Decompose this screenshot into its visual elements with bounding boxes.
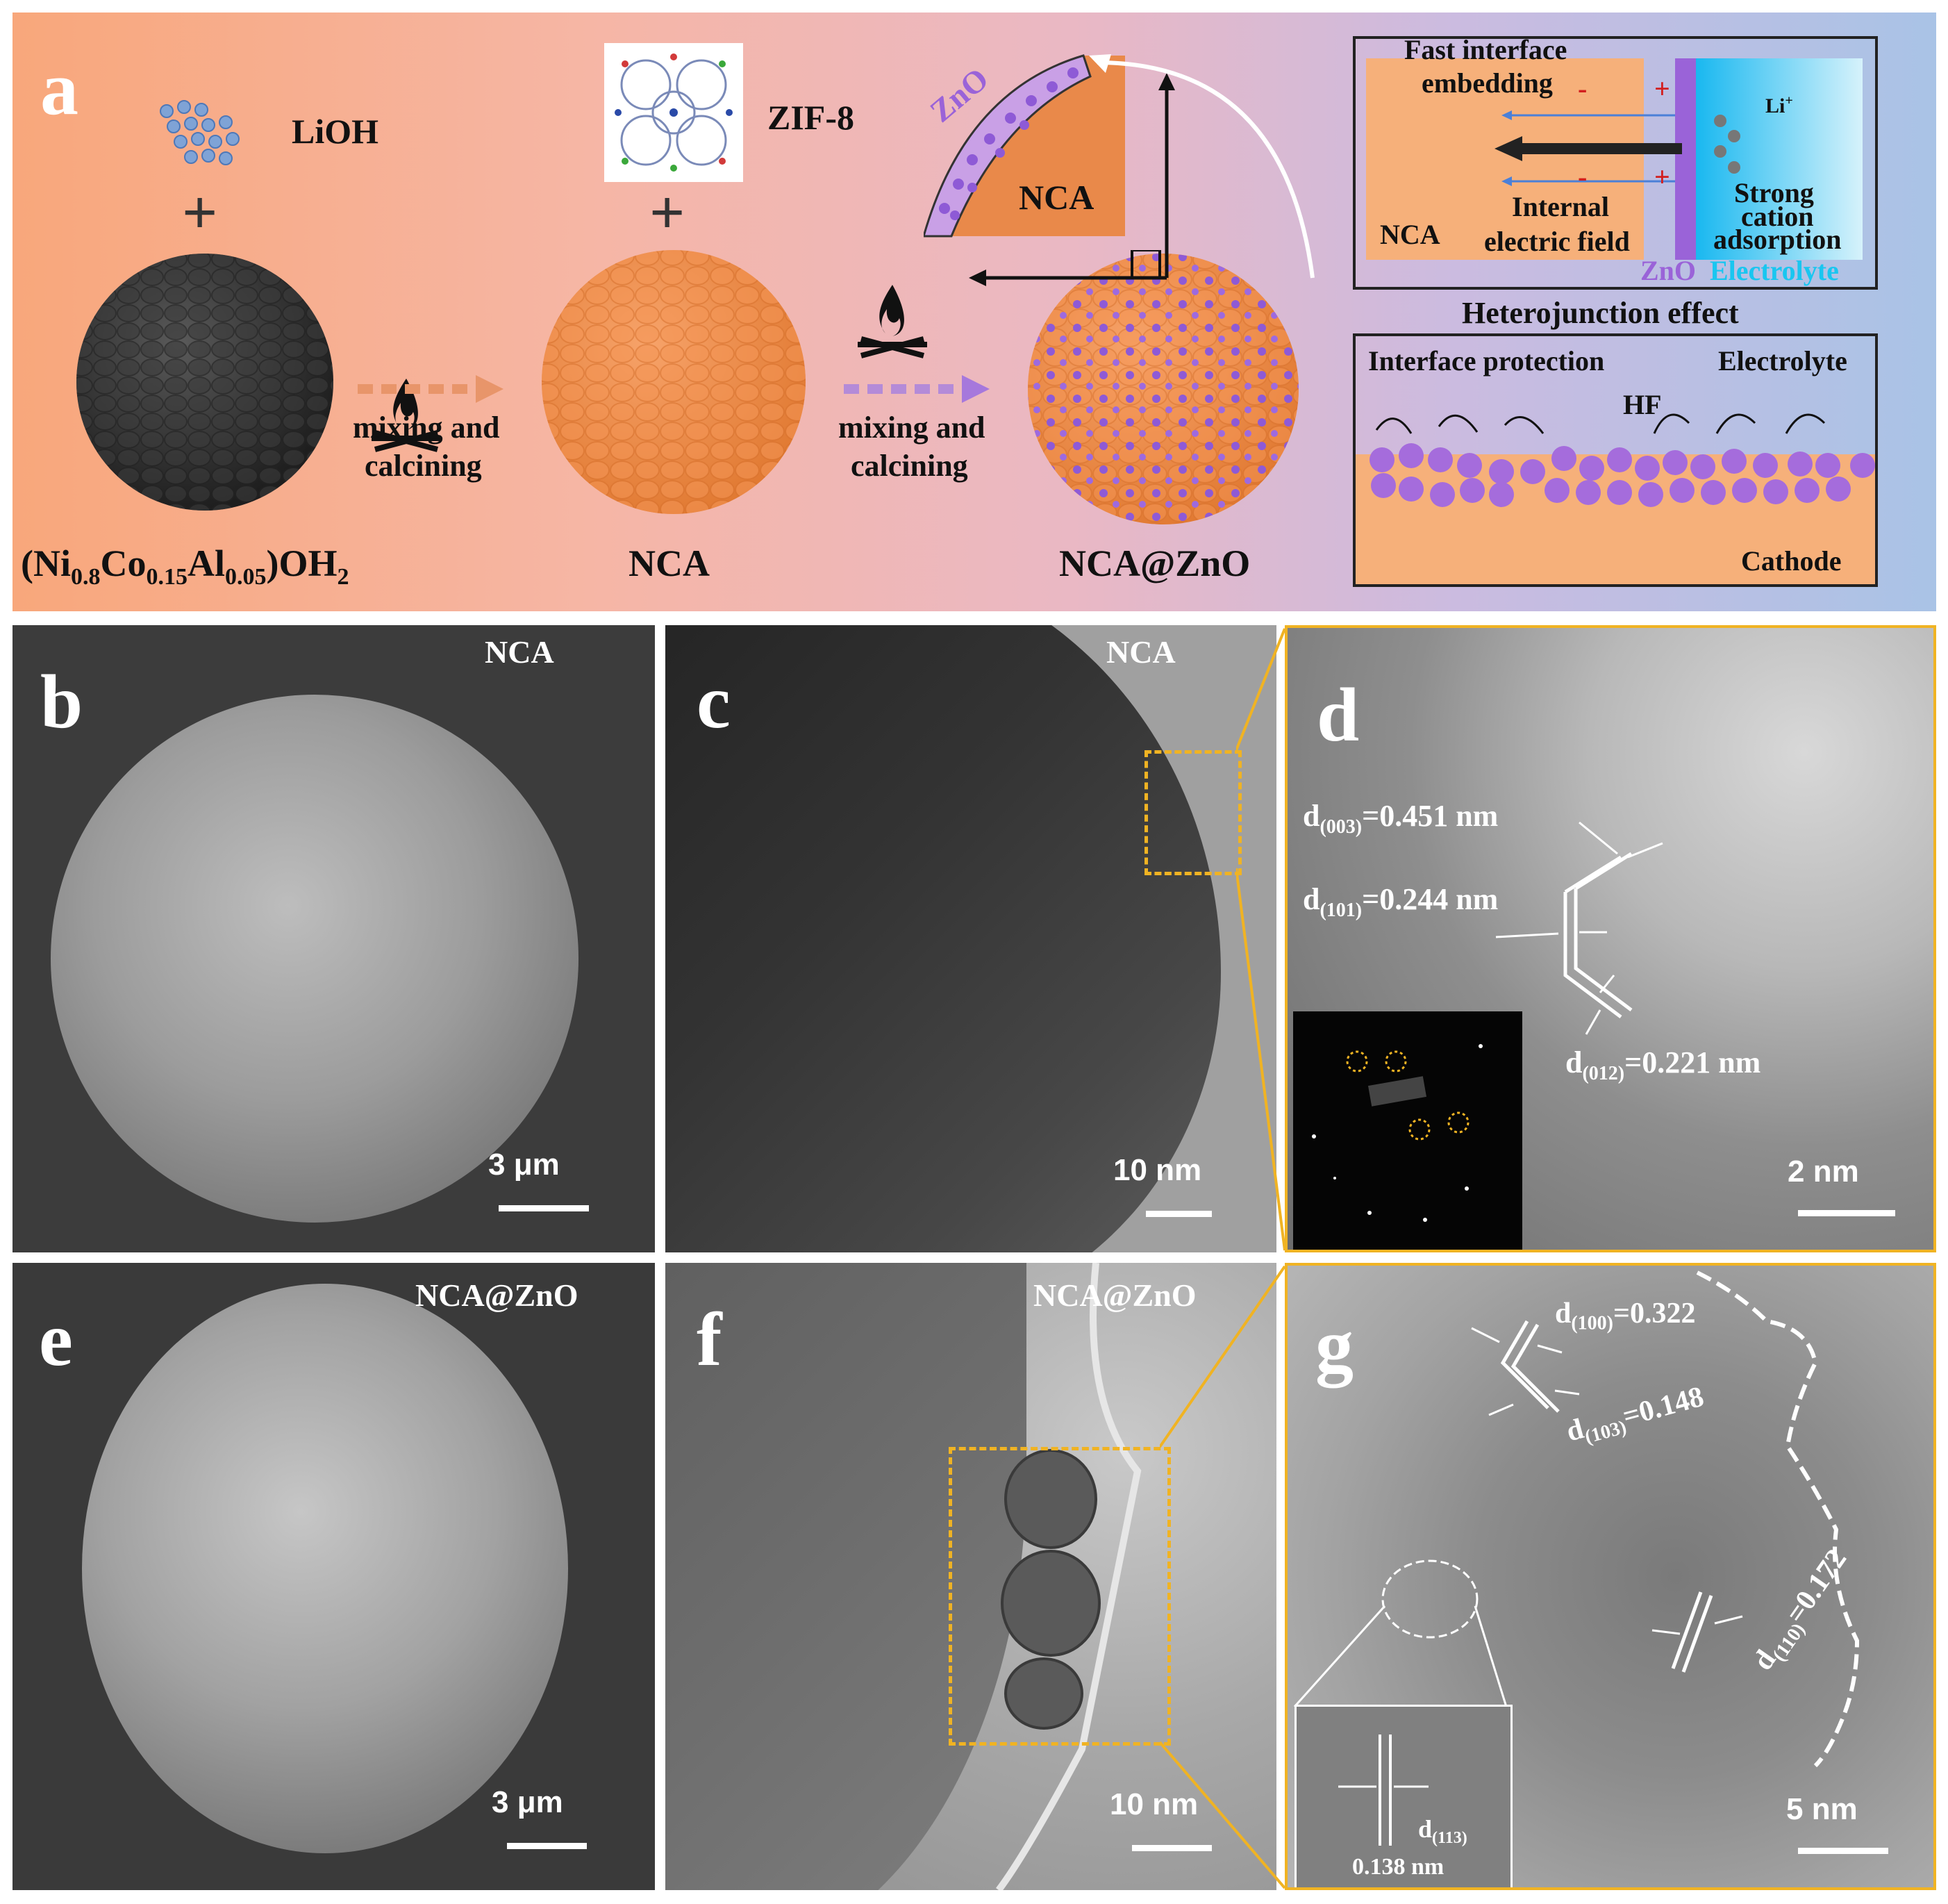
f-to-g-connector — [1160, 1265, 1286, 1889]
electric-field-label: electric field — [1484, 226, 1630, 257]
zno-layer — [1675, 58, 1696, 260]
nca-label: NCA — [628, 543, 710, 584]
electrolyte-region — [1696, 58, 1863, 260]
d101-label: d(101)=0.244 nm — [1303, 882, 1499, 921]
step1-line1: mixing and — [353, 411, 500, 445]
nca-particle-sem — [51, 695, 578, 1223]
zno-particles-f — [996, 1263, 1142, 1890]
heterojunction-title: Heterojunction effect — [1462, 296, 1739, 330]
cathode-label: Cathode — [1741, 545, 1842, 577]
panel-letter-g: g — [1315, 1303, 1354, 1388]
protection-layer — [1370, 413, 1875, 507]
process-arrow-1 — [358, 375, 503, 403]
panel-d-scale-label: 2 nm — [1788, 1154, 1859, 1189]
embedding-label: embedding — [1422, 67, 1553, 99]
interface-protection-box: Interface protection Electrolyte HF Cath… — [1353, 333, 1878, 587]
saed-inset — [1293, 1011, 1522, 1250]
step1-line2: calcining — [365, 449, 482, 483]
precursor-formula: (Ni0.8Co0.15Al0.05)OH2 — [21, 543, 349, 590]
c-to-d-connector — [1236, 628, 1286, 1251]
strong-label: Strong — [1734, 177, 1814, 208]
minus-sign-bottom: - — [1578, 161, 1588, 192]
interface-protection-label: Interface protection — [1368, 345, 1605, 376]
protection-electrolyte-label: Electrolyte — [1718, 345, 1847, 376]
panel-d-hrtem-image: d d(003)=0.451 nm d(101)=0.244 nm d(012)… — [1285, 625, 1936, 1252]
panel-g-scale-bar — [1798, 1848, 1888, 1854]
panel-b-label: NCA — [485, 634, 554, 670]
panel-f-label: NCA@ZnO — [1033, 1277, 1197, 1313]
plus-sign-bottom: + — [1654, 161, 1670, 192]
precursor-sphere — [76, 254, 333, 511]
nca-zno-label: NCA@ZnO — [1059, 543, 1251, 584]
lattice-fringe-markers-g — [1293, 1270, 1860, 1768]
box-zno-label: ZnO — [1640, 255, 1697, 286]
panel-c-zoom-box — [1144, 750, 1242, 875]
panel-b-scale-bar — [499, 1205, 589, 1211]
panel-f-scale-label: 10 nm — [1110, 1787, 1199, 1821]
field-arrows — [1495, 110, 1740, 186]
step2-line1: mixing and — [838, 411, 985, 445]
panel-b-scale-label: 3 μm — [488, 1148, 560, 1182]
d113-label: d(113) — [1418, 1815, 1467, 1848]
fast-interface-label: Fast interface — [1404, 34, 1567, 65]
flame-icon-2 — [844, 278, 941, 365]
panel-c-label: NCA — [1106, 634, 1176, 670]
lattice-fringe-markers-d — [1495, 821, 1663, 1035]
panel-f-scale-bar — [1132, 1845, 1212, 1851]
panel-e-scale-bar — [507, 1843, 587, 1849]
step2-line2: calcining — [851, 449, 968, 483]
panel-c-scale-bar — [1146, 1211, 1212, 1217]
panel-g-scale-label: 5 nm — [1786, 1792, 1858, 1826]
panel-b-sem-image: b NCA 3 μm — [13, 625, 655, 1252]
plus-sign-top: + — [1654, 73, 1670, 104]
nca-region — [1366, 58, 1644, 260]
d113-fringe-marker — [1338, 1735, 1429, 1846]
heterojunction-box: Fast interface embedding - + - + Li+ Int… — [1353, 34, 1878, 290]
panel-letter-a: a — [40, 46, 78, 131]
panel-letter-f: f — [697, 1297, 722, 1382]
panel-letter-b: b — [40, 659, 83, 744]
panel-f-zoom-box — [949, 1447, 1171, 1746]
panel-e-scale-label: 3 μm — [492, 1785, 563, 1819]
zoom-inset — [924, 54, 1315, 286]
panel-e-sem-image: e NCA@ZnO 3 μm — [13, 1263, 655, 1890]
zoom-nca-label: NCA — [1019, 178, 1094, 217]
lioh-particles-icon — [160, 100, 240, 165]
minus-sign-top: - — [1578, 73, 1588, 104]
g-zoom-inset: d(113) 0.138 nm — [1294, 1705, 1513, 1887]
panel-c-scale-label: 10 nm — [1113, 1153, 1202, 1187]
nca-sphere — [542, 250, 806, 514]
box-nca-label: NCA — [1380, 219, 1440, 250]
plus-sign-1: + — [182, 179, 218, 247]
internal-label: Internal — [1512, 191, 1609, 222]
adsorption-label: adsorption — [1713, 224, 1842, 255]
d012-label: d(012)=0.221 nm — [1565, 1045, 1761, 1084]
process-arrow-2 — [844, 375, 990, 403]
panel-e-label: NCA@ZnO — [415, 1277, 578, 1313]
d113-value: 0.138 nm — [1352, 1854, 1445, 1880]
box-electrolyte-label: Electrolyte — [1710, 255, 1839, 286]
nca-particle-tem — [665, 625, 1221, 1252]
d100-label: d(100)=0.322 — [1555, 1298, 1696, 1334]
panel-letter-e: e — [39, 1297, 73, 1382]
panel-d-scale-bar — [1798, 1210, 1895, 1216]
panel-g-hrtem-image: d(113) 0.138 nm g d(100)=0.322 d(103)=0.… — [1285, 1263, 1936, 1890]
li-ion-label: Li+ — [1765, 93, 1793, 117]
panel-letter-d: d — [1317, 672, 1360, 757]
hf-label: HF — [1623, 389, 1662, 420]
d003-label: d(003)=0.451 nm — [1303, 799, 1499, 838]
panel-f-tem-image: f NCA@ZnO 10 nm — [665, 1263, 1276, 1890]
nca-zno-particle-sem — [82, 1284, 568, 1853]
zif8-structure-image — [604, 43, 743, 182]
panel-letter-c: c — [697, 659, 731, 744]
cathode-region — [1356, 454, 1875, 584]
zif8-label: ZIF-8 — [767, 98, 854, 137]
nca-zno-sphere — [1028, 250, 1299, 524]
cation-label: cation — [1741, 201, 1814, 232]
plus-sign-2: + — [649, 179, 685, 247]
lioh-label: LiOH — [292, 112, 379, 151]
panel-c-tem-image: c NCA 10 nm — [665, 625, 1276, 1252]
